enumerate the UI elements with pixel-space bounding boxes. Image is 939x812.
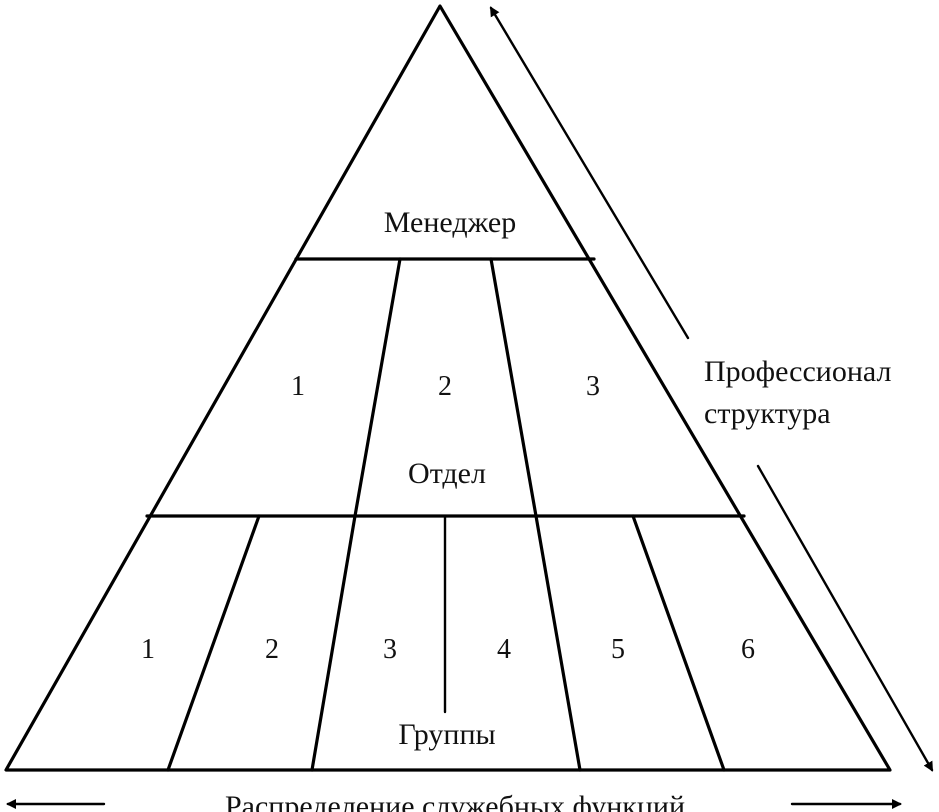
professional-structure-line2: структура [704, 397, 831, 430]
group-number: 3 [383, 634, 397, 665]
department-number: 1 [291, 371, 305, 402]
function-distribution-label: Распределение служебных функций [225, 790, 685, 812]
upward-arrow [489, 6, 690, 340]
groups-label: Группы [398, 718, 495, 751]
manager-label: Менеджер [384, 206, 516, 239]
group-divider [310, 514, 357, 772]
group-divider [631, 514, 726, 772]
group-number: 2 [265, 634, 279, 665]
group-number: 4 [497, 634, 511, 665]
group-divider [534, 514, 582, 772]
group-number: 1 [141, 634, 155, 665]
group-number: 5 [611, 634, 625, 665]
group-number: 6 [741, 634, 755, 665]
pyramid-outline [4, 4, 892, 772]
group-divider [166, 514, 261, 772]
department-number: 2 [438, 371, 452, 402]
department-divider [353, 257, 402, 518]
department-number: 3 [586, 371, 600, 402]
department-label: Отдел [408, 457, 486, 490]
department-divider [489, 257, 538, 518]
professional-structure-line1: Профессионал [704, 355, 891, 388]
downward-arrow [756, 464, 934, 772]
